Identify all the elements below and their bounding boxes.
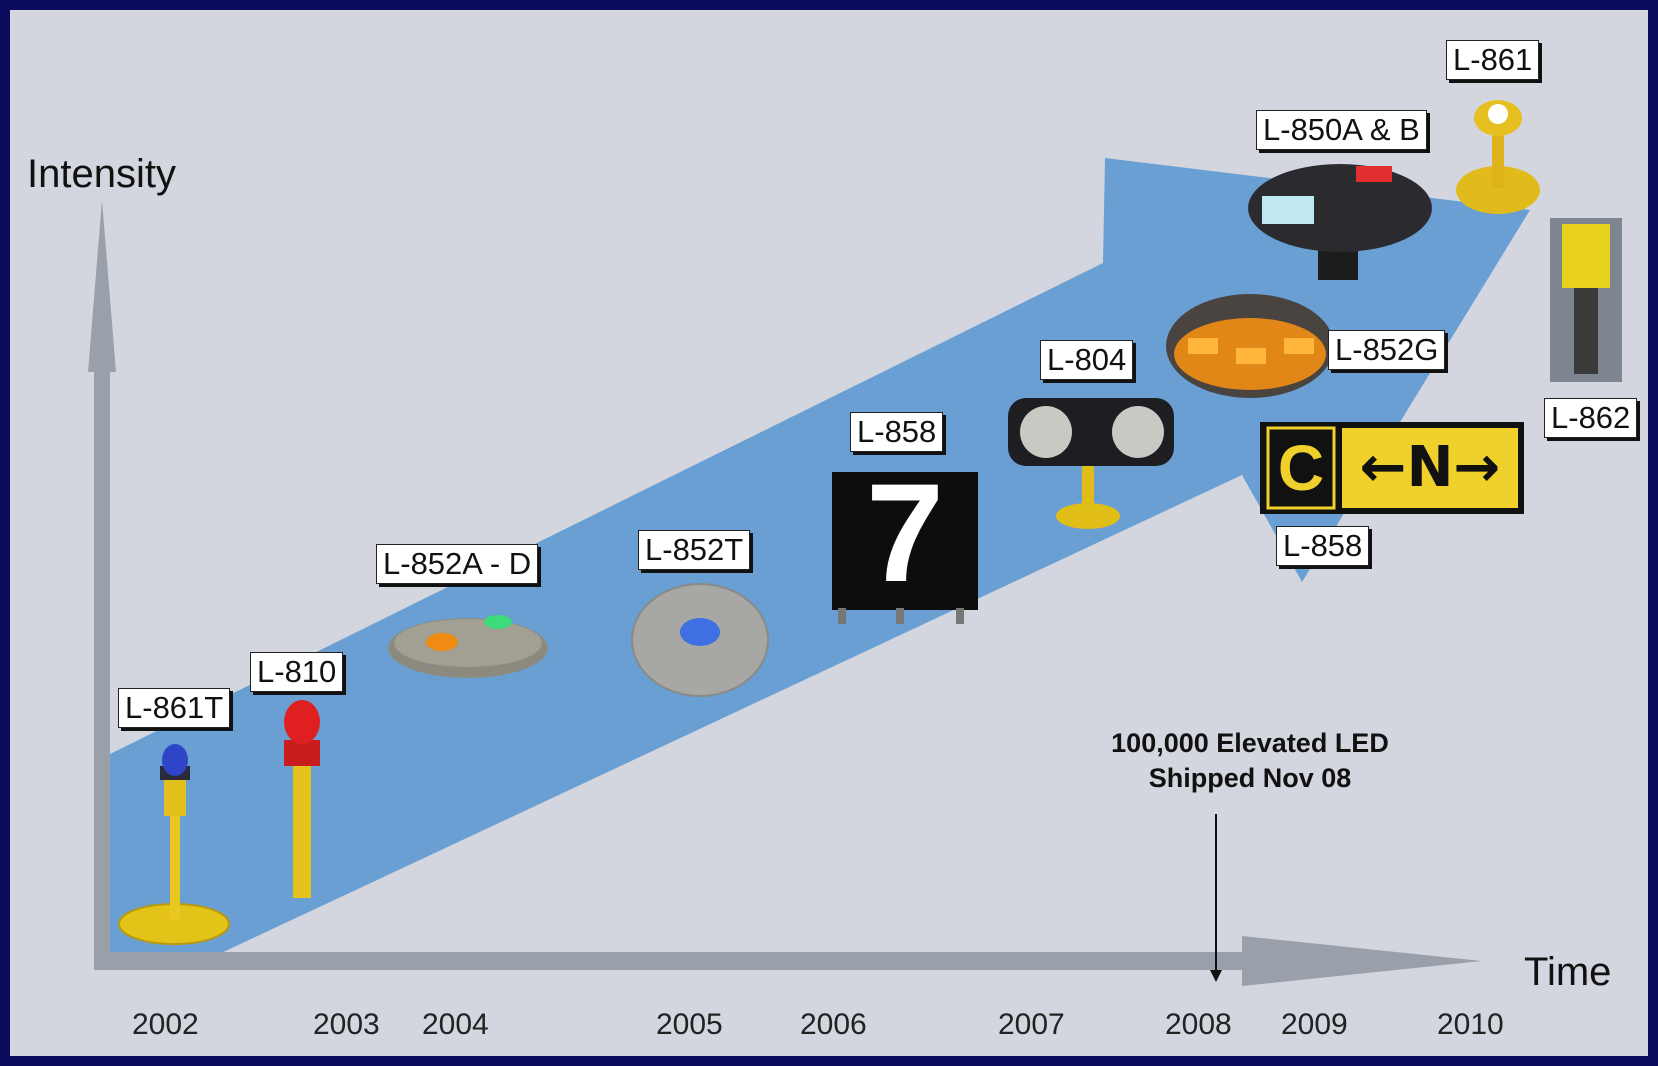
y-axis-title: Intensity xyxy=(27,152,176,196)
diagram-canvas xyxy=(88,100,1622,986)
label-l858-2006: L-858 xyxy=(850,412,944,452)
year-2003: 2003 xyxy=(313,1008,380,1041)
l858-sign-7-icon xyxy=(832,472,978,624)
l861-fixture-icon xyxy=(1456,100,1540,214)
l852t-fixture-icon xyxy=(631,583,769,697)
year-2007: 2007 xyxy=(998,1008,1065,1041)
sign-7-text: 7 xyxy=(866,454,944,611)
milestone-pointer xyxy=(1210,814,1222,982)
label-l810: L-810 xyxy=(250,652,344,692)
year-2002: 2002 xyxy=(132,1008,199,1041)
l861t-fixture-icon xyxy=(118,744,230,945)
l804-fixture-icon xyxy=(1008,398,1174,529)
l852g-fixture-icon xyxy=(1166,294,1334,398)
year-2010: 2010 xyxy=(1437,1008,1504,1041)
taxiway-direction-text: ←N→ xyxy=(1359,435,1501,500)
l852ad-fixture-icon xyxy=(388,615,548,678)
year-2005: 2005 xyxy=(656,1008,723,1041)
label-l804: L-804 xyxy=(1040,340,1134,380)
label-l862: L-862 xyxy=(1544,398,1638,438)
milestone-line-2: Shipped Nov 08 xyxy=(1148,763,1352,793)
l810-fixture-icon xyxy=(284,700,320,898)
l862-fixture-icon xyxy=(1550,218,1622,382)
label-l852ad: L-852A - D xyxy=(376,544,539,584)
year-2004: 2004 xyxy=(422,1008,489,1041)
year-2008: 2008 xyxy=(1165,1008,1232,1041)
label-l852g: L-852G xyxy=(1328,330,1446,370)
label-l861: L-861 xyxy=(1446,40,1540,80)
l850ab-fixture-icon xyxy=(1248,164,1432,280)
taxiway-location-text: C xyxy=(1277,432,1325,504)
taxiway-sign-icon xyxy=(1260,422,1524,514)
milestone-note: 100,000 Elevated LED Shipped Nov 08 xyxy=(1090,726,1410,796)
y-axis xyxy=(88,200,116,962)
milestone-line-1: 100,000 Elevated LED xyxy=(1111,728,1389,758)
slide: Intensity Time L-861T L-810 L-852A - D L… xyxy=(10,10,1648,1056)
x-axis-title: Time xyxy=(1524,950,1612,994)
year-2009: 2009 xyxy=(1281,1008,1348,1041)
label-l850ab: L-850A & B xyxy=(1256,110,1427,150)
x-axis xyxy=(94,936,1482,986)
label-l852t: L-852T xyxy=(638,530,751,570)
label-l858-2009: L-858 xyxy=(1276,526,1370,566)
year-2006: 2006 xyxy=(800,1008,867,1041)
label-l861t: L-861T xyxy=(118,688,231,728)
